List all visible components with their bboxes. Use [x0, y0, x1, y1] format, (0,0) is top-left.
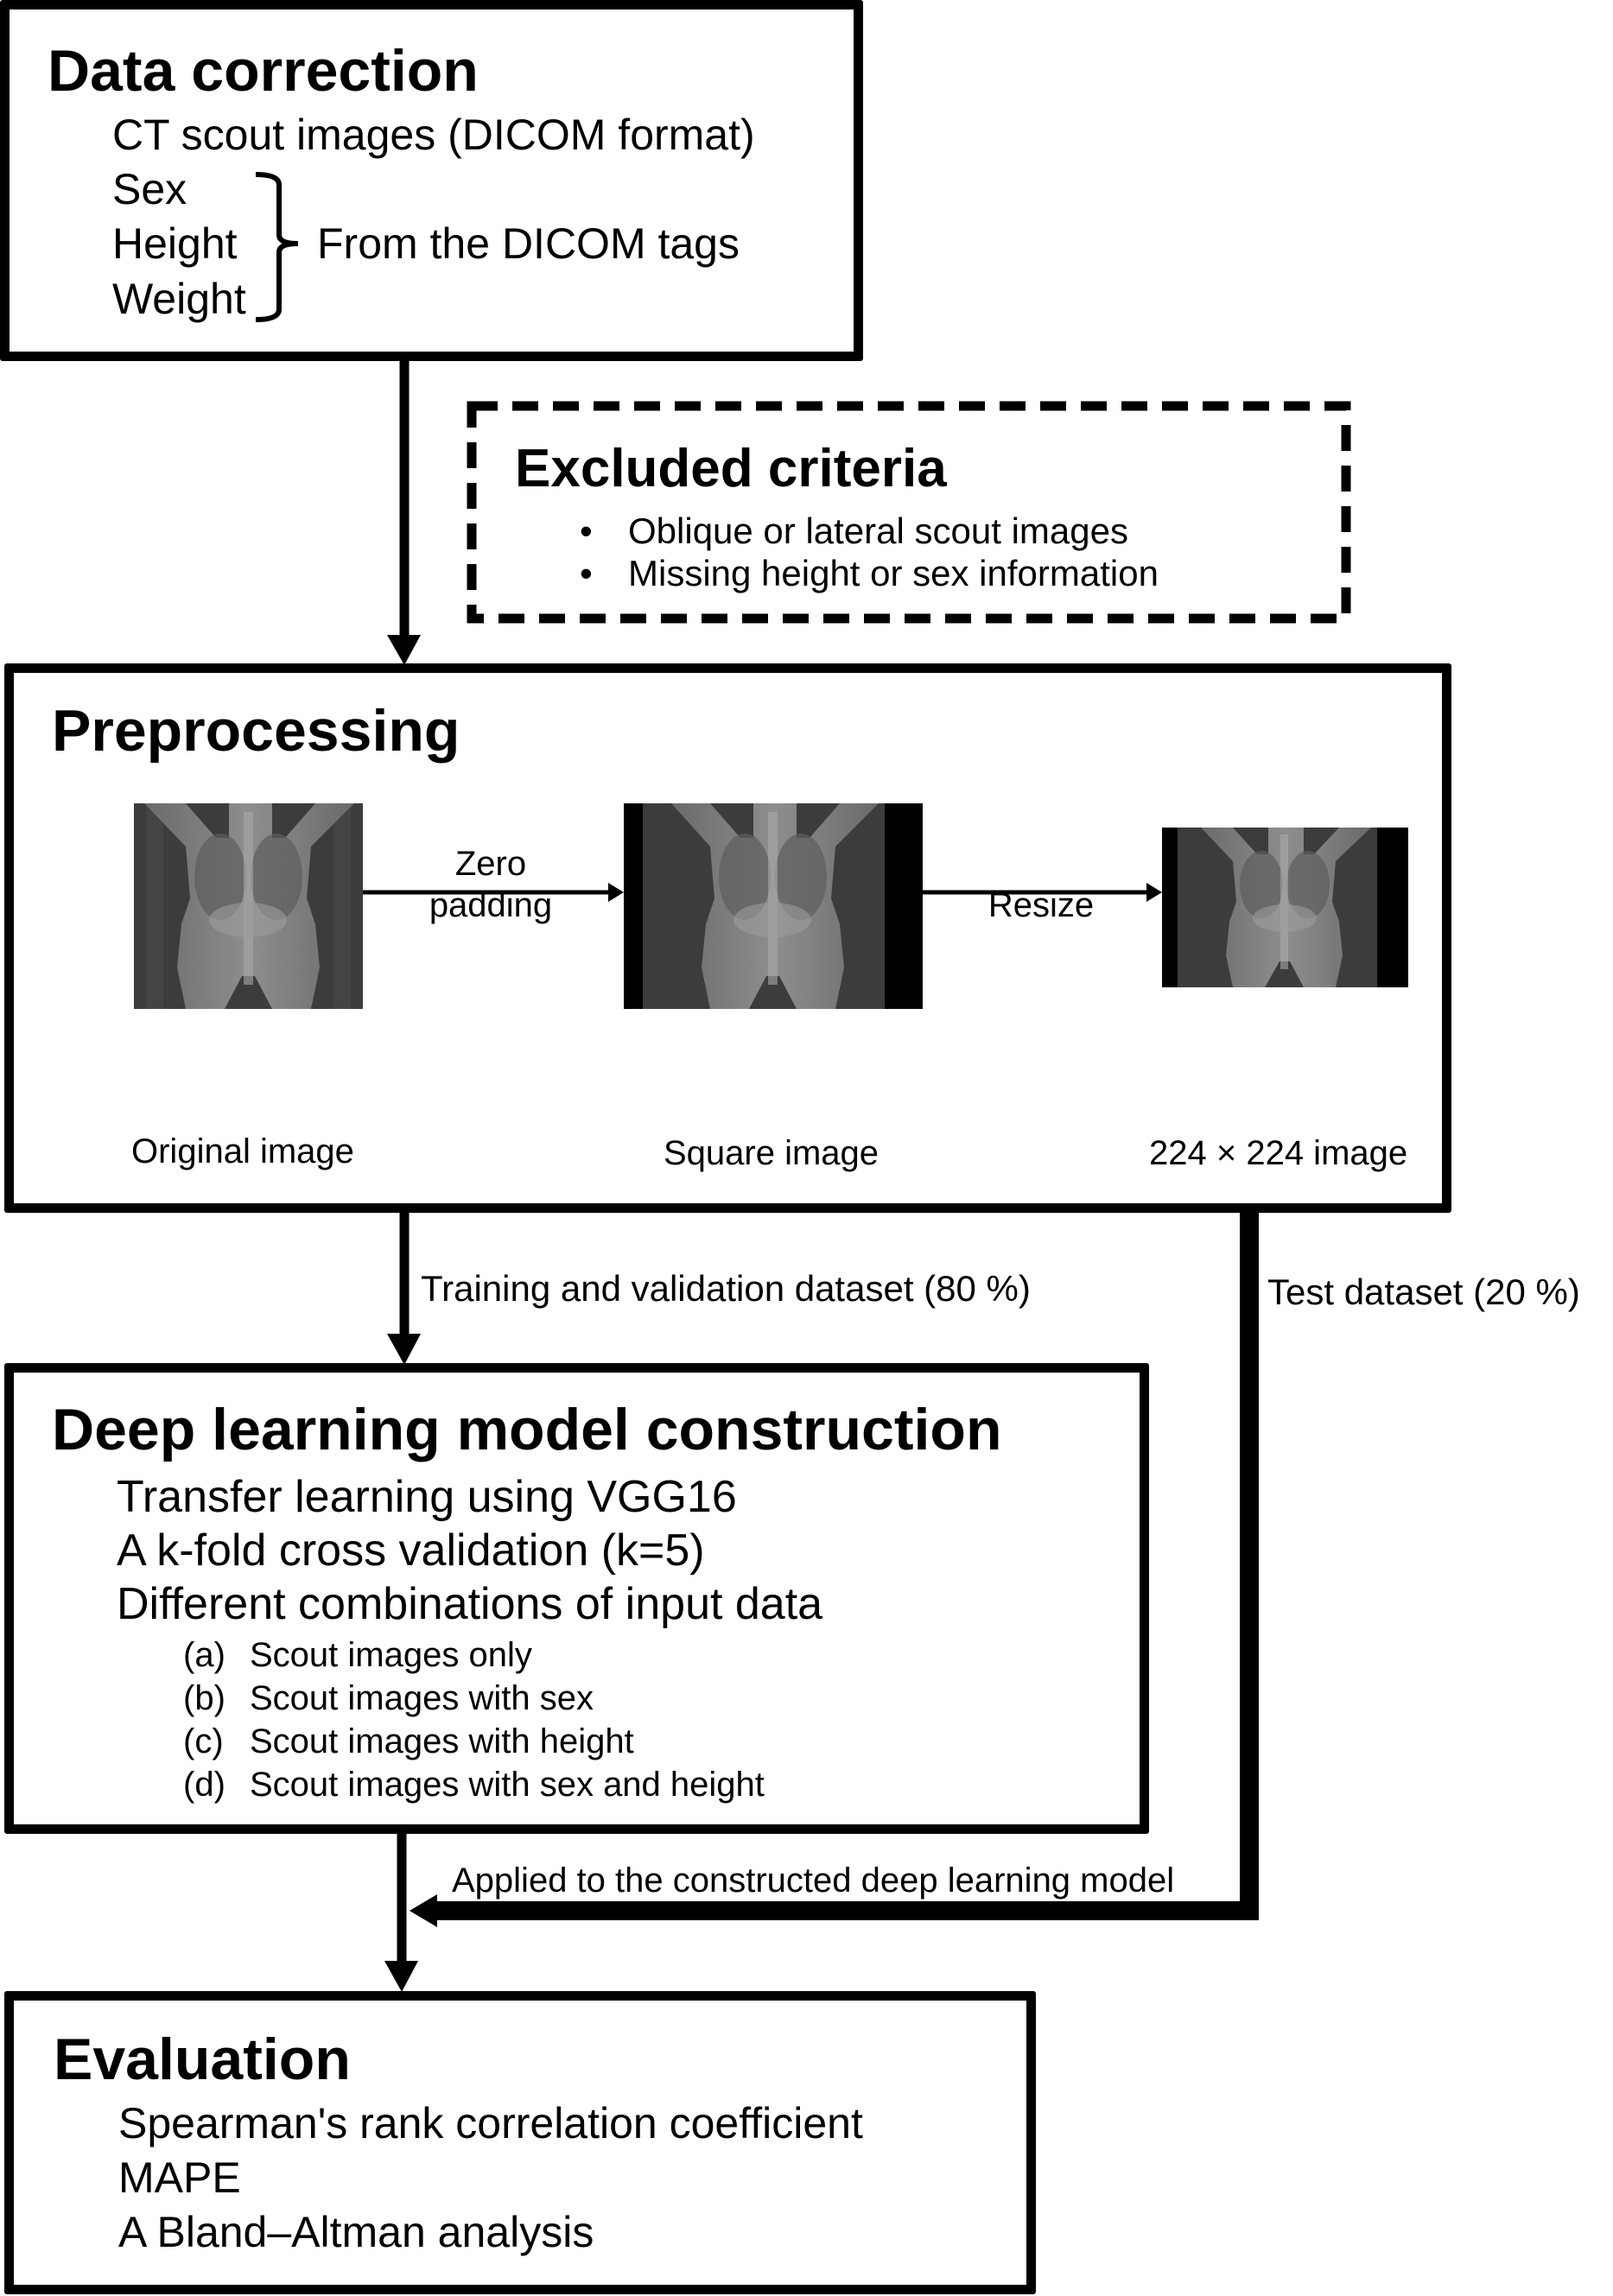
square-image-caption: Square image [664, 1134, 880, 1172]
evaluation-item-spearman: Spearman's rank correlation coefficient [118, 2099, 863, 2147]
excluded-title: Excluded criteria [515, 442, 947, 496]
dicom-tags-label: From the DICOM tags [317, 219, 740, 268]
zero-padding-label-line1: Zero [454, 845, 527, 883]
sub-item-key-a: (a) [183, 1636, 225, 1674]
model-item-kfold: A k-fold cross validation (k=5) [117, 1525, 705, 1576]
arrowhead-down-icon [387, 635, 421, 665]
square-scout-image [624, 803, 923, 1009]
excluded-item-missing: Missing height or sex information [628, 553, 1159, 593]
excluded-bullet-1: • [580, 511, 593, 551]
excluded-item-oblique: Oblique or lateral scout images [628, 511, 1128, 551]
body-xray-padded-icon [624, 803, 923, 1009]
arrowhead-left-icon [410, 1894, 437, 1927]
original-scout-image [134, 803, 363, 1009]
data-item-sex: Sex [112, 165, 187, 213]
model-box [4, 1363, 1149, 1834]
train-dataset-label: Training and validation dataset (80 %) [421, 1268, 1031, 1309]
excluded-title-word1: Excluded [515, 439, 753, 498]
original-image-caption: Original image [131, 1132, 354, 1170]
model-item-combinations: Different combinations of input data [117, 1579, 823, 1629]
resize-label: Resize [987, 886, 1095, 924]
data-item-ct-scout: CT scout images (DICOM format) [112, 111, 755, 159]
resized-scout-image [1162, 828, 1408, 987]
sub-item-text-a: Scout images only [250, 1636, 532, 1674]
sub-item-key-d: (d) [183, 1766, 225, 1804]
sub-item-key-b: (b) [183, 1679, 225, 1717]
evaluation-title: Evaluation [54, 2026, 351, 2092]
sub-item-text-d: Scout images with sex and height [250, 1766, 765, 1804]
body-xray-resized-icon [1162, 828, 1408, 987]
excluded-bullet-2: • [580, 553, 593, 593]
model-item-transfer: Transfer learning using VGG16 [117, 1472, 737, 1522]
data-collection-box [0, 0, 863, 361]
preprocessing-title: Preprocessing [52, 698, 460, 764]
evaluation-item-bland-altman: A Bland–Altman analysis [118, 2208, 594, 2256]
test-dataset-label: Test dataset (20 %) [1267, 1272, 1580, 1312]
arrowhead-down-icon [387, 1334, 421, 1365]
zero-padding-label-line2: padding [429, 886, 553, 924]
arrowhead-down-icon [384, 1961, 418, 1992]
sub-item-text-c: Scout images with height [250, 1722, 634, 1760]
evaluation-item-mape: MAPE [118, 2153, 241, 2202]
resized-image-caption: 224 × 224 image [1149, 1134, 1408, 1172]
sub-item-key-c: (c) [183, 1722, 224, 1760]
applied-to-model-label: Applied to the constructed deep learning… [452, 1862, 1175, 1900]
data-item-weight: Weight [112, 275, 246, 323]
sub-item-text-b: Scout images with sex [250, 1679, 594, 1717]
excluded-title-word2: criteria [767, 439, 947, 498]
body-xray-icon [134, 803, 363, 1009]
data-item-height: Height [112, 219, 238, 268]
evaluation-box [4, 1991, 1036, 2294]
data-collection-title: Data correction [48, 38, 479, 104]
model-title: Deep learning model construction [52, 1397, 1002, 1462]
